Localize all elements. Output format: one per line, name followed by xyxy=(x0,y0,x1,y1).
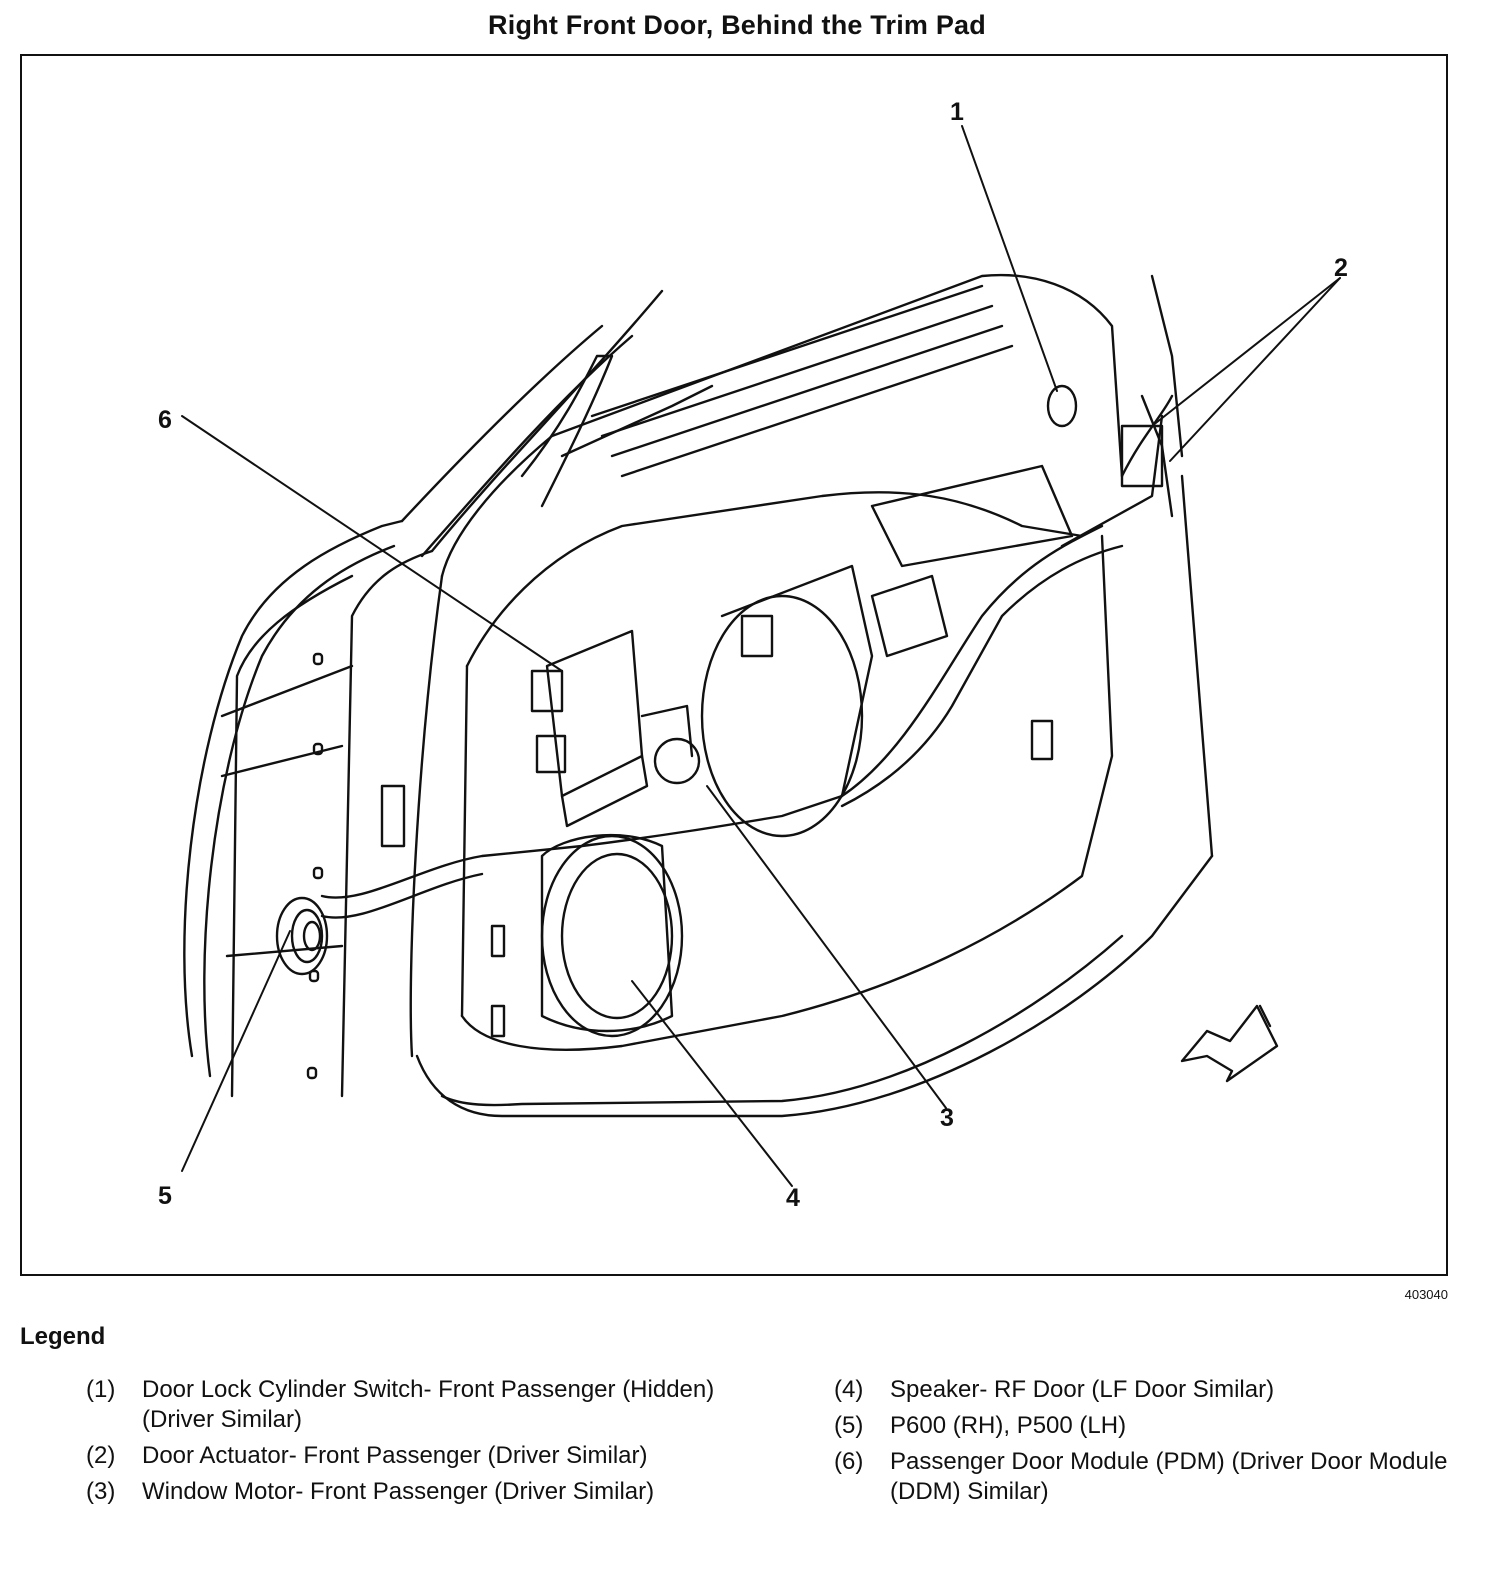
callout-6: 6 xyxy=(158,406,172,434)
figure-id: 403040 xyxy=(1404,1287,1448,1302)
legend-item: (1) Door Lock Cylinder Switch- Front Pas… xyxy=(86,1375,726,1435)
door-diagram-frame: 1 2 3 4 5 6 xyxy=(20,54,1448,1276)
legend-text: Speaker- RF Door (LF Door Similar) xyxy=(890,1376,1275,1403)
legend-text: Door Actuator- Front Passenger (Driver S… xyxy=(142,1442,648,1469)
legend-text: P600 (RH), P500 (LH) xyxy=(890,1412,1127,1439)
legend-text: Window Motor- Front Passenger (Driver Si… xyxy=(142,1478,655,1505)
legend-left-column: (1) Door Lock Cylinder Switch- Front Pas… xyxy=(86,1375,726,1513)
leader-lines xyxy=(181,125,1341,1187)
legend-text: Passenger Door Module (PDM) (Driver Door… xyxy=(890,1448,1448,1505)
legend-number: (3) xyxy=(86,1478,116,1505)
direction-arrow-icon xyxy=(1180,1004,1279,1083)
legend-number: (6) xyxy=(834,1448,864,1475)
diagram-title: Right Front Door, Behind the Trim Pad xyxy=(488,10,986,40)
callout-5: 5 xyxy=(158,1182,172,1210)
legend-item: (6) Passenger Door Module (PDM) (Driver … xyxy=(834,1447,1454,1507)
door-illustration xyxy=(181,125,1341,1187)
legend-item: (5) P600 (RH), P500 (LH) xyxy=(834,1411,1454,1441)
legend-item: (2) Door Actuator- Front Passenger (Driv… xyxy=(86,1441,726,1471)
legend-number: (2) xyxy=(86,1442,116,1469)
callout-4: 4 xyxy=(786,1184,800,1212)
legend-heading: Legend xyxy=(20,1323,106,1350)
legend-item: (3) Window Motor- Front Passenger (Drive… xyxy=(86,1477,726,1507)
legend-number: (4) xyxy=(834,1376,864,1403)
legend-number: (5) xyxy=(834,1412,864,1439)
legend-right-column: (4) Speaker- RF Door (LF Door Similar) (… xyxy=(834,1375,1454,1513)
legend-number: (1) xyxy=(86,1376,116,1403)
legend-text: Door Lock Cylinder Switch- Front Passeng… xyxy=(142,1376,715,1433)
callout-3: 3 xyxy=(940,1104,954,1132)
callout-1: 1 xyxy=(950,98,964,126)
callout-2: 2 xyxy=(1334,254,1348,282)
legend-item: (4) Speaker- RF Door (LF Door Similar) xyxy=(834,1375,1454,1405)
